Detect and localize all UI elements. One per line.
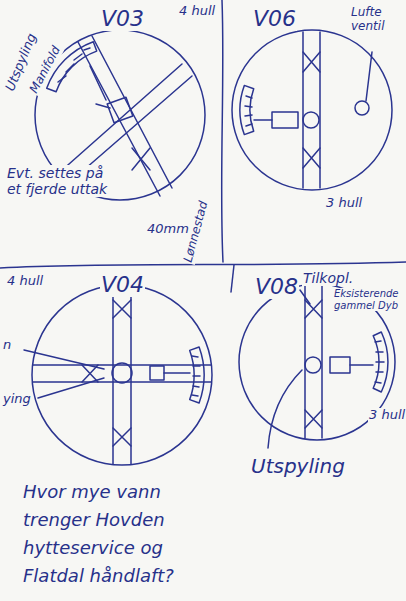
note: Lufte ventil [350, 6, 404, 34]
hole-count: 4 hull [6, 274, 44, 289]
hole-count: 4 hull [178, 4, 216, 19]
note: Evt. settes på et fjerde uttak [6, 165, 116, 197]
chamber-v04 [24, 285, 212, 465]
note: Utspyling [250, 455, 346, 478]
chamber-v06 [232, 30, 392, 190]
note: n [2, 338, 12, 353]
question: Hvor mye vann trenger Hovden hytteservic… [22, 478, 194, 590]
note: Eksisterende gammel Dyb [333, 288, 405, 311]
chamber-id: V08 [254, 274, 299, 299]
note: Tilkopl. [302, 270, 354, 286]
chamber-id: V03 [100, 6, 145, 31]
hole-count: 3 hull [325, 196, 363, 211]
chamber-id: V04 [100, 272, 145, 297]
note: ying [2, 392, 32, 407]
chamber-id: V06 [252, 6, 297, 31]
dimension: 40mm [146, 222, 190, 237]
hole-count: 3 hull [368, 408, 406, 423]
quadrant-dividers [0, 0, 406, 292]
